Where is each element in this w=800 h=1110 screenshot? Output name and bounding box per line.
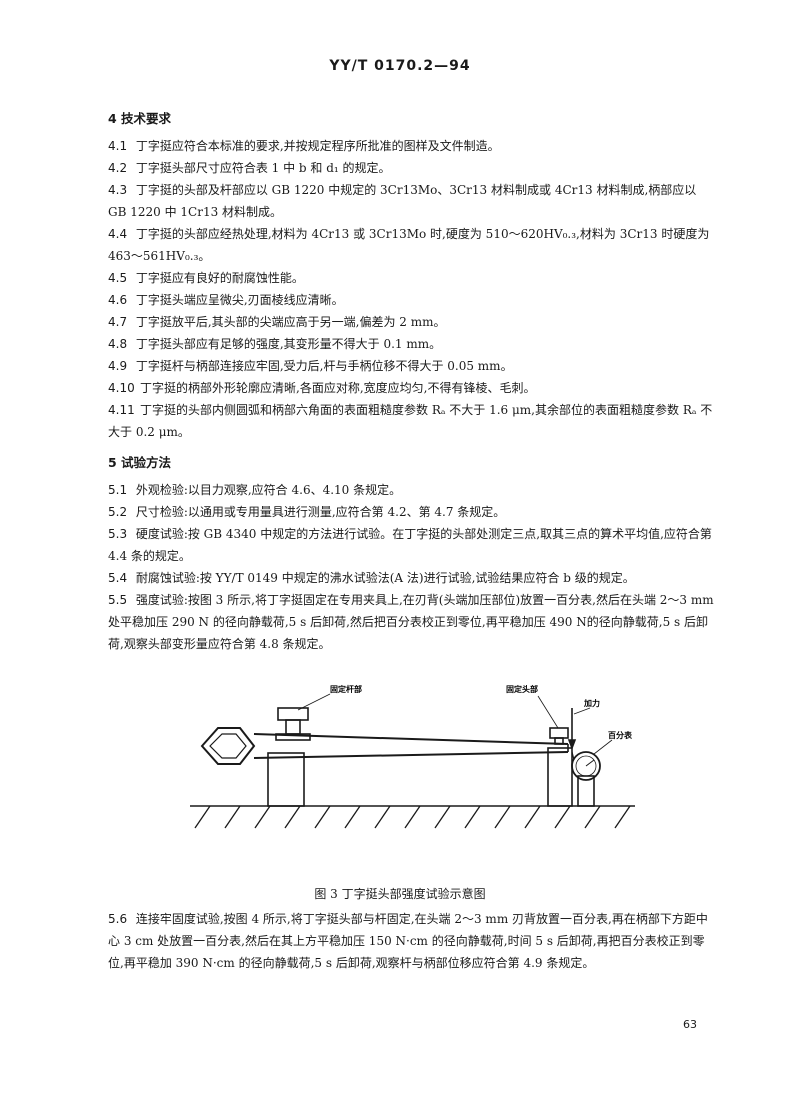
dial-gauge — [571, 751, 601, 781]
page-number: 63 — [683, 1018, 697, 1031]
clause-4-5: 4.5 丁字挺应有良好的耐腐蚀性能。 — [108, 271, 304, 285]
clause-5-4: 5.4 耐腐蚀试验:按 YY/T 0149 中规定的沸水试验法(A 法)进行试验… — [108, 571, 635, 585]
right-clamp-knob — [549, 727, 569, 739]
section-4-heading: 4 技术要求 — [108, 111, 172, 126]
clause-4-3: 4.3 丁字挺的头部及杆部应以 GB 1220 中规定的 3Cr13Mo、3Cr… — [108, 183, 697, 219]
hexagon-handle — [200, 727, 256, 765]
base-hatching — [194, 805, 631, 829]
clause-5-2: 5.2 尺寸检验:以通用或专用量具进行测量,应符合第 4.2、第 4.7 条规定… — [108, 505, 506, 519]
clause-5-5: 5.5 强度试验:按图 3 所示,将丁字挺固定在专用夹具上,在刃背(头端加压部位… — [108, 593, 714, 651]
label-fixed-head: 固定头部 — [506, 684, 538, 694]
standard-code-header: YY/T 0170.2—94 — [329, 58, 471, 74]
clause-5-6: 5.6 连接牢固度试验,按图 4 所示,将丁字挺头部与杆固定,在头端 2～3 m… — [108, 912, 708, 970]
right-support-block — [547, 747, 573, 807]
clause-5-3: 5.3 硬度试验:按 GB 4340 中规定的方法进行试验。在丁字挺的头部处测定… — [108, 527, 712, 563]
clause-4-6: 4.6 丁字挺头端应呈微尖,刃面棱线应清晰。 — [108, 293, 344, 307]
figure-3-diagram: 固定杆部 固定头部 加力 百分表 — [190, 684, 635, 829]
section-5-heading: 5 试验方法 — [108, 455, 172, 470]
figure-3-caption: 图 3 丁字挺头部强度试验示意图 — [314, 887, 486, 901]
left-support-block — [267, 752, 305, 807]
clause-4-4: 4.4 丁字挺的头部应经热处理,材料为 4Cr13 或 3Cr13Mo 时,硬度… — [108, 227, 710, 263]
clause-5-1: 5.1 外观检验:以目力观察,应符合 4.6、4.10 条规定。 — [108, 483, 402, 497]
label-dial: 百分表 — [608, 730, 633, 740]
left-clamp-knob — [277, 707, 309, 721]
clause-4-7: 4.7 丁字挺放平后,其头部的尖端应高于另一端,偏差为 2 mm。 — [108, 315, 446, 329]
clause-4-2: 4.2 丁字挺头部尺寸应符合表 1 中 b 和 d₁ 的规定。 — [108, 161, 391, 175]
clause-4-1: 4.1 丁字挺应符合本标准的要求,并按规定程序所批准的图样及文件制造。 — [108, 139, 500, 153]
label-force: 加力 — [583, 698, 600, 708]
label-fixed-rod: 固定杆部 — [330, 684, 362, 694]
clause-4-9: 4.9 丁字挺杆与柄部连接应牢固,受力后,杆与手柄位移不得大于 0.05 mm。 — [108, 359, 513, 373]
clause-4-8: 4.8 丁字挺头部应有足够的强度,其变形量不得大于 0.1 mm。 — [108, 337, 442, 351]
